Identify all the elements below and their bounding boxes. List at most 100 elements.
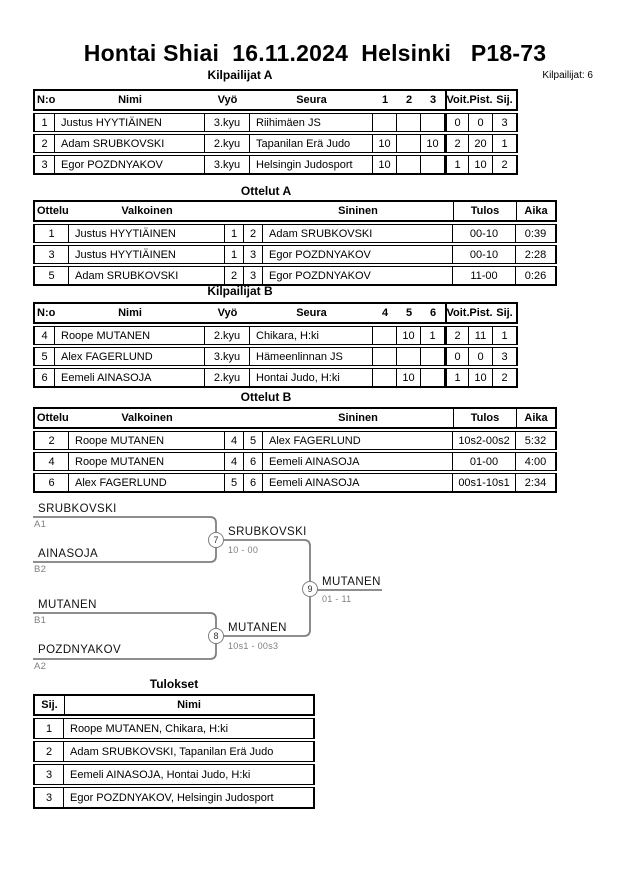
bracket-final-winner: MUTANEN	[322, 576, 381, 588]
col-header-time: Aika	[516, 409, 555, 427]
bracket-semi2-top-name: MUTANEN	[38, 599, 97, 611]
cell-place: 3	[501, 350, 508, 363]
cell-place: 3	[501, 116, 508, 129]
cell-name: Alex FAGERLUND	[55, 348, 205, 365]
cell-m3: 10	[421, 135, 445, 152]
col-header-wins: Voit.	[445, 304, 469, 322]
cell-place: 2	[501, 158, 508, 171]
col-header-result: Tulos	[453, 409, 516, 427]
cell-blue: Egor POZDNYAKOV	[263, 267, 453, 284]
cell-club: Tapanilan Erä Judo	[250, 135, 373, 152]
table-row: 3 Egor POZDNYAKOV, Helsingin Judosport	[33, 787, 315, 809]
bracket-match-7-circle: 7	[208, 532, 224, 548]
cell-name: Eemeli AINASOJA	[55, 369, 205, 386]
table-row: 2 Adam SRUBKOVSKI, Tapanilan Erä Judo	[33, 741, 315, 762]
cell-match-no: 3	[35, 246, 69, 263]
section-title-pool-b: Kilpailijat B	[207, 284, 273, 298]
col-header-belt: Vyö	[217, 307, 238, 319]
cell-white-no: 5	[225, 474, 244, 491]
col-header-name: Nimi	[118, 94, 142, 106]
col-header-wno	[225, 202, 244, 220]
cell-blue-no: 3	[244, 246, 263, 263]
cell-white: Adam SRUBKOVSKI	[69, 267, 225, 284]
table-row: 3 Egor POZDNYAKOV 3.kyu Helsingin Judosp…	[33, 155, 518, 175]
pool-b-table: N:o Nimi Vyö Seura 4 5 6 Voit. Pist. Sij…	[33, 302, 518, 388]
cell-time: 0:26	[524, 269, 547, 282]
cell-wins: 0	[445, 114, 469, 131]
cell-result: 00s1-10s1	[453, 474, 516, 491]
cell-no: 5	[35, 348, 55, 365]
col-header-points: Pist.	[469, 94, 493, 106]
pool-a-table: N:o Nimi Vyö Seura 1 2 3 Voit. Pist. Sij…	[33, 89, 518, 175]
table-row: 3 Eemeli AINASOJA, Hontai Judo, H:ki	[33, 764, 315, 785]
col-header-bno	[244, 202, 263, 220]
cell-match-no: 2	[35, 432, 69, 449]
cell-m3	[421, 369, 445, 386]
matches-a-table: Ottelu Valkoinen Sininen Tulos Aika 1 Ju…	[33, 200, 557, 286]
col-header-white: Valkoinen	[121, 412, 173, 424]
cell-name: Egor POZDNYAKOV	[55, 156, 205, 173]
cell-result: 11-00	[453, 267, 516, 284]
col-header-4: 4	[381, 307, 389, 319]
col-header-match: Ottelu	[37, 412, 69, 424]
table-row: 6 Eemeli AINASOJA 2.kyu Hontai Judo, H:k…	[33, 368, 518, 388]
cell-place: 2	[35, 742, 64, 761]
bracket-final-score: 01 - 11	[322, 594, 352, 604]
cell-name: Eemeli AINASOJA, Hontai Judo, H:ki	[70, 768, 251, 781]
results-table: Sij. Nimi 1 Roope MUTANEN, Chikara, H:ki…	[33, 694, 315, 809]
col-header-club: Seura	[296, 94, 327, 106]
cell-m2	[397, 156, 421, 173]
table-row: 1 Justus HYYTIÄINEN 3.kyu Riihimäen JS 0…	[33, 113, 518, 132]
table-row: 2 Roope MUTANEN 4 5 Alex FAGERLUND 10s2-…	[33, 431, 557, 450]
cell-name: Egor POZDNYAKOV, Helsingin Judosport	[70, 791, 274, 804]
table-row: 3 Justus HYYTIÄINEN 1 3 Egor POZDNYAKOV …	[33, 245, 557, 264]
col-header-place: Sij.	[41, 699, 58, 711]
cell-name: Justus HYYTIÄINEN	[55, 114, 205, 131]
cell-blue: Eemeli AINASOJA	[263, 453, 453, 470]
section-title-results: Tulokset	[149, 677, 199, 691]
table-header-row: N:o Nimi Vyö Seura 4 5 6 Voit. Pist. Sij…	[33, 302, 518, 324]
cell-result: 00-10	[453, 225, 516, 242]
table-row: 6 Alex FAGERLUND 5 6 Eemeli AINASOJA 00s…	[33, 473, 557, 493]
cell-white: Justus HYYTIÄINEN	[69, 246, 225, 263]
cell-wins: 0	[445, 348, 469, 365]
cell-points: 0	[469, 348, 493, 365]
cell-blue: Alex FAGERLUND	[263, 432, 453, 449]
table-row: 5 Alex FAGERLUND 3.kyu Hämeenlinnan JS 0…	[33, 347, 518, 366]
cell-blue: Eemeli AINASOJA	[263, 474, 453, 491]
cell-m3	[421, 114, 445, 131]
cell-blue-no: 6	[244, 453, 263, 470]
col-header-place: Sij.	[496, 307, 513, 319]
cell-m1	[373, 327, 397, 344]
bracket-semi2-winner: MUTANEN	[228, 622, 287, 634]
cell-belt: 2.kyu	[205, 135, 250, 152]
cell-belt: 2.kyu	[205, 369, 250, 386]
cell-m2: 10	[397, 327, 421, 344]
cell-wins: 1	[445, 156, 469, 173]
cell-white: Roope MUTANEN	[69, 432, 225, 449]
cell-place: 2	[501, 371, 508, 384]
bracket-semi2-score: 10s1 - 00s3	[228, 641, 279, 651]
bracket-semi1-top-seed: A1	[34, 519, 47, 530]
col-header-1: 1	[381, 94, 389, 106]
cell-name: Roope MUTANEN, Chikara, H:ki	[70, 722, 229, 735]
bracket-semi1-score: 10 - 00	[228, 545, 259, 555]
cell-white-no: 4	[225, 453, 244, 470]
cell-wins: 2	[445, 135, 469, 152]
col-header-6: 6	[429, 307, 437, 319]
col-header-name: Nimi	[118, 307, 142, 319]
table-row: 5 Adam SRUBKOVSKI 2 3 Egor POZDNYAKOV 11…	[33, 266, 557, 286]
cell-place: 1	[35, 719, 64, 738]
cell-wins: 2	[445, 327, 469, 344]
cell-points: 10	[469, 369, 493, 386]
cell-time: 5:32	[524, 434, 547, 447]
cell-white: Justus HYYTIÄINEN	[69, 225, 225, 242]
cell-match-no: 1	[35, 225, 69, 242]
cell-white-no: 2	[225, 267, 244, 284]
col-header-no: N:o	[37, 307, 56, 319]
cell-place: 1	[501, 137, 508, 150]
cell-points: 0	[469, 114, 493, 131]
table-row: 1 Roope MUTANEN, Chikara, H:ki	[33, 718, 315, 739]
cell-m1	[373, 348, 397, 365]
